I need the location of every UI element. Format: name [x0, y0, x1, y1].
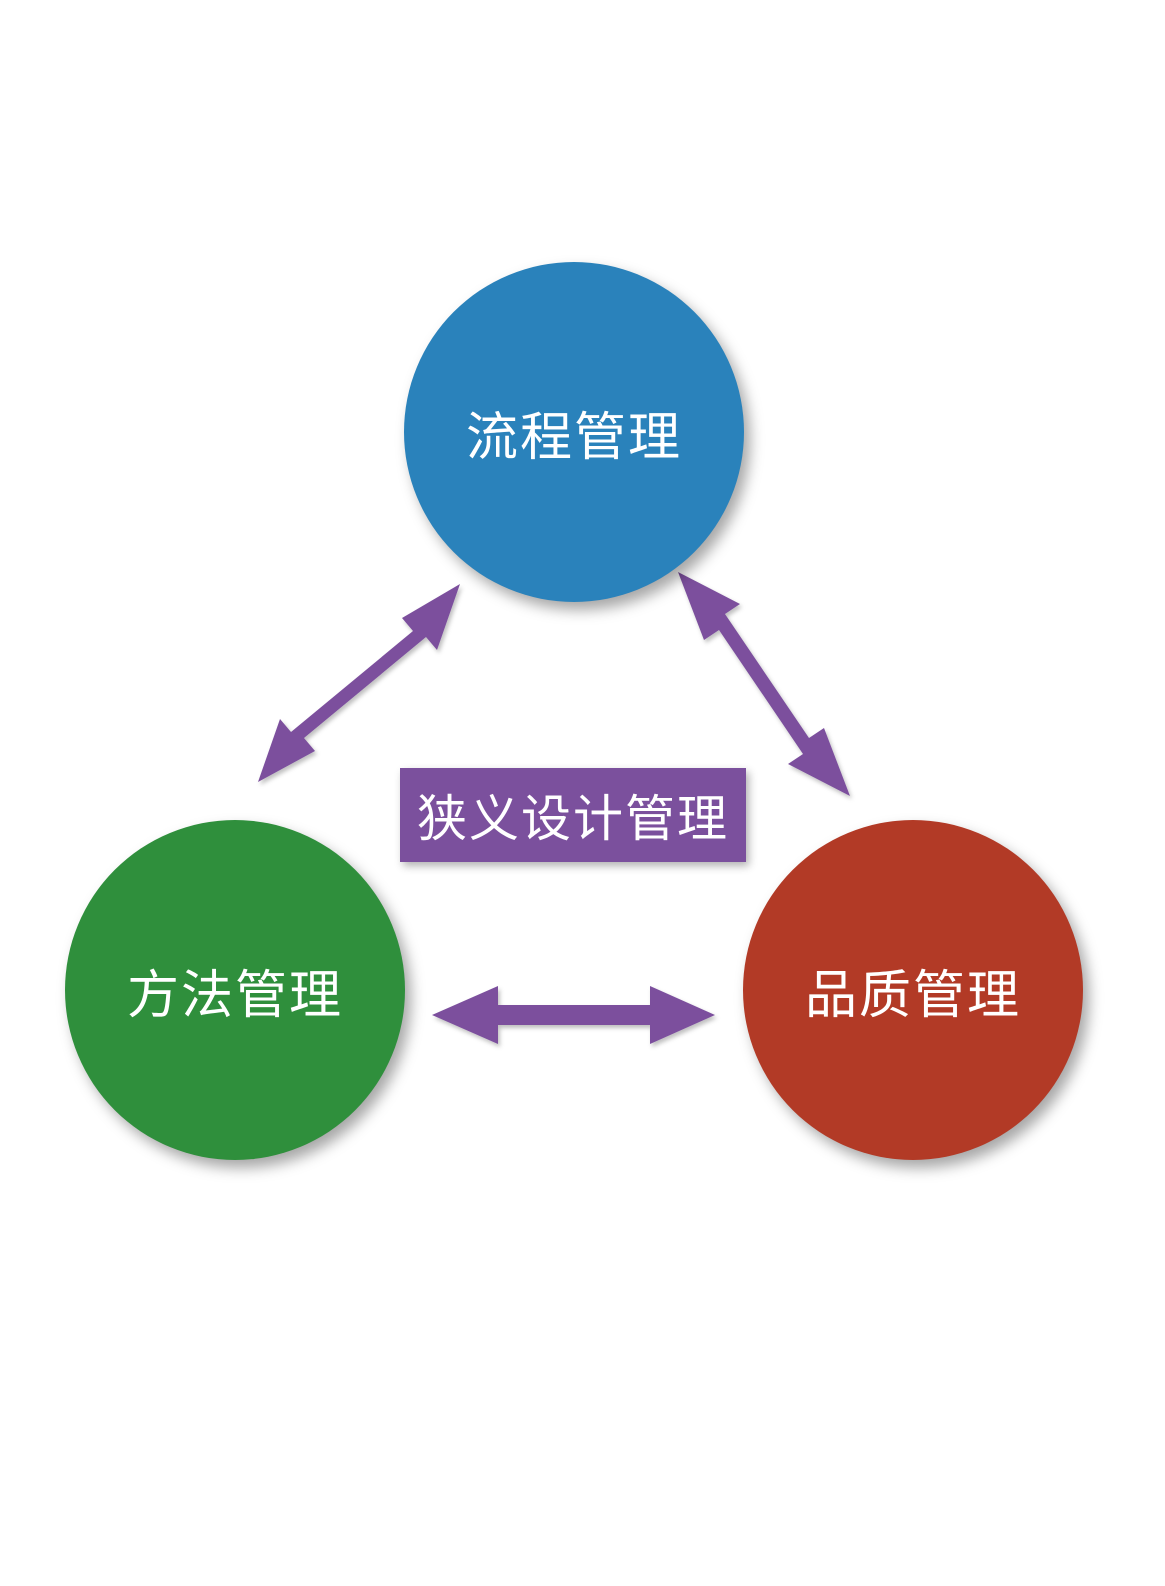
center-label-box: 狭义设计管理 [400, 768, 746, 862]
arrow-bottom [432, 986, 715, 1044]
node-quality-management-label: 品质管理 [804, 965, 1021, 1026]
node-method-management-label: 方法管理 [126, 965, 343, 1026]
center-label-text: 狭义设计管理 [417, 790, 729, 848]
node-method-management: 方法管理 [65, 820, 405, 1160]
node-process-management-label: 流程管理 [465, 407, 682, 468]
arrow-top-right [678, 572, 850, 796]
arrow-top-left [258, 584, 460, 782]
node-process-management: 流程管理 [404, 262, 744, 602]
node-quality-management: 品质管理 [743, 820, 1083, 1160]
